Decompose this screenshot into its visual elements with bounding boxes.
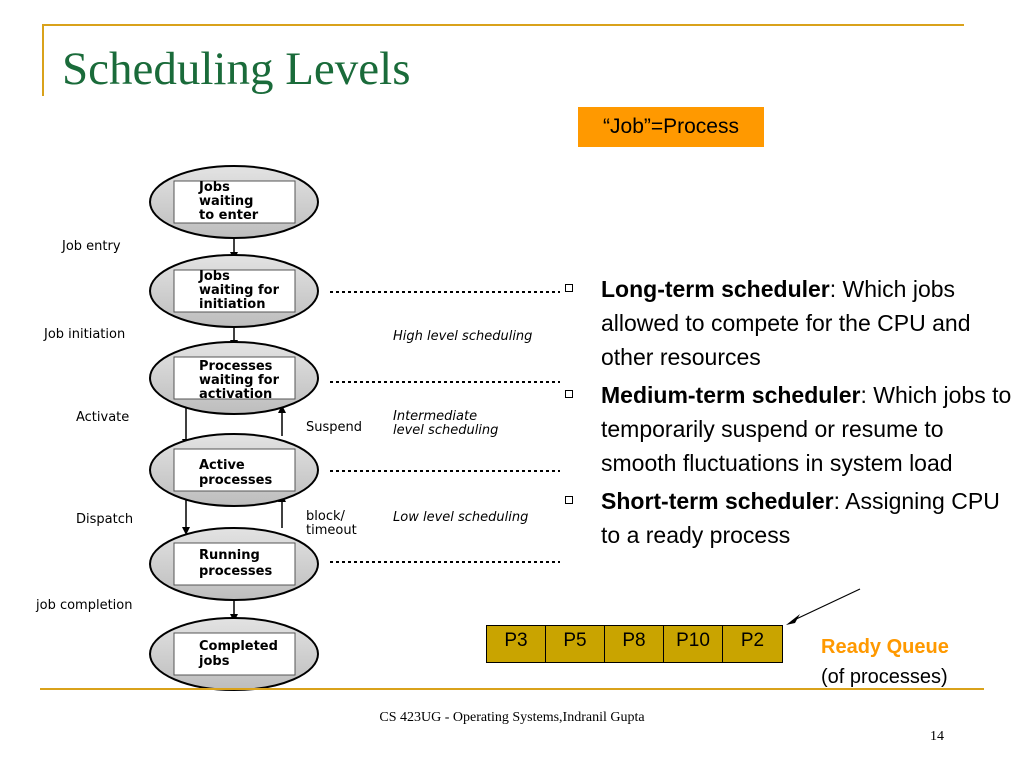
left-rule: [42, 24, 44, 96]
node-label-line: Jobs: [198, 269, 230, 284]
bullet-square-icon: [565, 390, 573, 398]
leader-lines: [330, 291, 560, 563]
node-label-line: Jobs: [198, 180, 230, 195]
transition-dispatch: Dispatch: [76, 512, 133, 527]
job-process-note: “Job”=Process: [578, 107, 764, 147]
node-label-line: Active: [199, 458, 245, 473]
queue-pointer-line: [791, 588, 861, 622]
scheduling-levels-diagram: Jobs waiting to enter Jobs waiting for i…: [35, 165, 560, 691]
bullet-text: : Which jobs to temporarily suspend or r…: [601, 382, 1012, 476]
scheduler-bullets: Long-term scheduler: Which jobs allowed …: [560, 272, 1022, 556]
top-rule: [42, 24, 964, 26]
node-label-line: waiting: [199, 194, 253, 209]
bullet-term: Short-term scheduler: [601, 488, 834, 514]
transition-activate: Activate: [76, 410, 129, 425]
node-label-line: processes: [199, 473, 272, 488]
transition-block-timeout: block/: [306, 509, 345, 524]
bullet-medium-term: Medium-term scheduler: Which jobs to tem…: [560, 378, 1022, 480]
node-jobs-waiting-for-initiation: Jobs waiting for initiation: [149, 254, 319, 328]
level-high: High level scheduling: [393, 329, 532, 344]
node-label-line: Processes: [199, 359, 273, 374]
queue-cell: P5: [546, 626, 605, 662]
bullet-text: : Which jobs allowed to compete for the …: [601, 276, 971, 370]
queue-pointer-svg: [786, 588, 861, 625]
ready-queue-title: Ready Queue: [821, 636, 949, 658]
queue-pointer-head: [786, 614, 800, 625]
bullet-square-icon: [565, 496, 573, 504]
node-label-line: jobs: [198, 654, 230, 669]
bullet-term: Medium-term scheduler: [601, 382, 861, 408]
queue-cell: P10: [664, 626, 723, 662]
node-completed-jobs: Completed jobs: [149, 617, 319, 691]
node-label-line: activation: [199, 387, 272, 402]
node-label-line: initiation: [199, 297, 265, 312]
level-low: Low level scheduling: [393, 510, 528, 525]
bullet-term: Long-term scheduler: [601, 276, 830, 302]
node-label-line: processes: [199, 564, 272, 579]
node-running-processes: Running processes: [149, 527, 319, 601]
transition-job-completion: job completion: [35, 598, 132, 613]
transition-job-initiation: Job initiation: [43, 327, 125, 342]
ready-queue-subtitle: (of processes): [821, 666, 948, 688]
level-intermediate: Intermediate: [393, 409, 477, 424]
transition-block-timeout: timeout: [306, 523, 357, 538]
bottom-rule: [40, 688, 984, 690]
bullet-short-term: Short-term scheduler: Assigning CPU to a…: [560, 484, 1022, 552]
node-label-line: Running: [199, 548, 260, 563]
queue-cell: P2: [740, 630, 765, 651]
transition-job-entry: Job entry: [61, 239, 121, 254]
node-processes-waiting-for-activation: Processes waiting for activation: [149, 341, 319, 415]
transition-suspend: Suspend: [306, 420, 362, 435]
page-number: 14: [930, 729, 944, 744]
node-label-line: to enter: [199, 208, 259, 223]
slide-title: Scheduling Levels: [62, 43, 411, 95]
bullet-square-icon: [565, 284, 573, 292]
node-label-line: waiting for: [199, 283, 280, 298]
node-jobs-waiting-to-enter: Jobs waiting to enter: [149, 165, 319, 239]
node-label-line: Completed: [199, 639, 278, 654]
footer-course: CS 423UG - Operating Systems,Indranil Gu…: [379, 710, 645, 725]
bullet-text: : Assigning CPU to a ready process: [601, 488, 1000, 548]
queue-cell: P3: [487, 626, 546, 662]
node-active-processes: Active processes: [149, 433, 319, 507]
node-label-line: waiting for: [199, 373, 280, 388]
bullet-long-term: Long-term scheduler: Which jobs allowed …: [560, 272, 1022, 374]
ready-queue: P3 P5 P8 P10 P2: [486, 625, 783, 663]
level-intermediate: level scheduling: [393, 423, 498, 438]
queue-cell: P8: [605, 626, 664, 662]
